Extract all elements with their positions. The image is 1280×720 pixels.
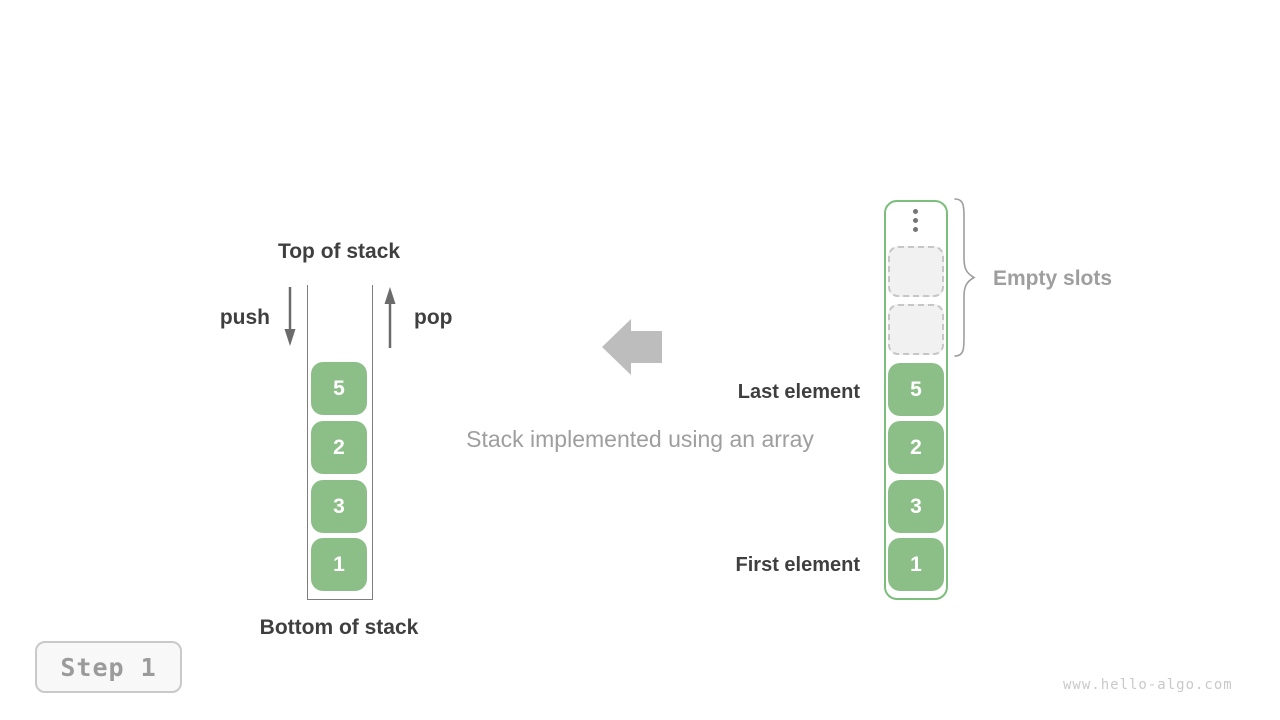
empty-slot — [888, 246, 944, 297]
pop-up-arrow-icon — [384, 287, 396, 348]
vertical-ellipsis-icon — [913, 209, 918, 232]
array-cell: 5 — [888, 363, 944, 416]
last-element-label: Last element — [737, 381, 860, 403]
empty-slot — [888, 304, 944, 355]
empty-slots-label: Empty slots — [993, 267, 1113, 290]
stack-cell: 1 — [311, 538, 367, 591]
array-cell: 2 — [888, 421, 944, 474]
bottom-of-stack-label: Bottom of stack — [259, 616, 419, 639]
watermark: www.hello-algo.com — [1063, 677, 1233, 693]
stack-cell: 2 — [311, 421, 367, 474]
push-label: push — [219, 306, 270, 329]
curly-brace-icon — [954, 198, 976, 357]
array-cell: 1 — [888, 538, 944, 591]
stack-cell: 3 — [311, 480, 367, 533]
step-badge: Step 1 — [35, 641, 182, 693]
stack-cell: 5 — [311, 362, 367, 415]
figure-caption: Stack implemented using an array — [466, 426, 814, 452]
push-down-arrow-icon — [284, 287, 296, 346]
pop-label: pop — [414, 306, 453, 329]
top-of-stack-label: Top of stack — [277, 240, 401, 263]
stack-container — [307, 285, 373, 600]
first-element-label: First element — [735, 554, 860, 576]
array-cell: 3 — [888, 480, 944, 533]
left-block-arrow-icon — [602, 319, 662, 375]
